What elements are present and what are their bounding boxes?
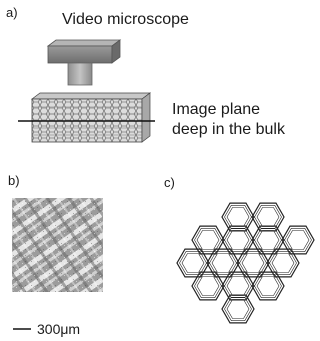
hex-cell (241, 253, 265, 273)
bulk-sample (30, 92, 152, 143)
microscope-icon (46, 39, 122, 86)
hex-cell (226, 299, 250, 319)
hex-cell (226, 276, 250, 296)
hex-cell (221, 225, 255, 255)
hex-cell (226, 207, 250, 227)
hex-cell (286, 230, 310, 250)
panel-c-label: c) (164, 175, 175, 190)
hex-cell (284, 228, 312, 252)
hex-cell (196, 230, 220, 250)
image-plane-sublabel: deep in the bulk (172, 121, 285, 138)
hex-cell (224, 228, 252, 252)
hex-cell (224, 274, 252, 298)
hex-cell (236, 248, 270, 278)
hex-cell (256, 276, 280, 296)
panel-a-label: a) (6, 5, 18, 20)
hex-cell (211, 253, 235, 273)
hex-cell (224, 205, 252, 229)
hexagonal-network-diagram (176, 202, 315, 324)
hex-cell (181, 253, 205, 273)
panel-b-label: b) (8, 173, 20, 188)
hex-cell (269, 251, 297, 275)
hex-cell (266, 248, 300, 278)
hex-cell (191, 271, 225, 301)
hex-cell (176, 248, 210, 278)
hex-cell (206, 248, 240, 278)
panel-b: b) 300μm (0, 170, 160, 341)
hex-cell (281, 225, 315, 255)
hex-cell (256, 207, 280, 227)
hex-cell (209, 251, 237, 275)
micrograph-image (12, 198, 103, 330)
hex-cell (254, 228, 282, 252)
hex-cell (271, 253, 295, 273)
hex-cell (226, 230, 250, 250)
panel-c: c) (160, 170, 320, 341)
microscope-label: Video microscope (62, 11, 189, 28)
hex-cell (254, 274, 282, 298)
hex-cell (221, 294, 255, 324)
hex-cell (251, 225, 285, 255)
hex-cell (251, 271, 285, 301)
panel-a: a) Video microscope (0, 0, 320, 165)
hex-cell (224, 297, 252, 321)
hex-cell (254, 205, 282, 229)
scale-bar-label: 300μm (37, 321, 81, 337)
hex-cell (179, 251, 207, 275)
image-plane-label: Image plane (172, 101, 261, 118)
hex-cell (196, 276, 220, 296)
hex-cell (194, 274, 222, 298)
hex-cell (194, 228, 222, 252)
setup-illustration (18, 39, 155, 143)
hex-cell (256, 230, 280, 250)
hex-cell (191, 225, 225, 255)
hex-cell (239, 251, 267, 275)
